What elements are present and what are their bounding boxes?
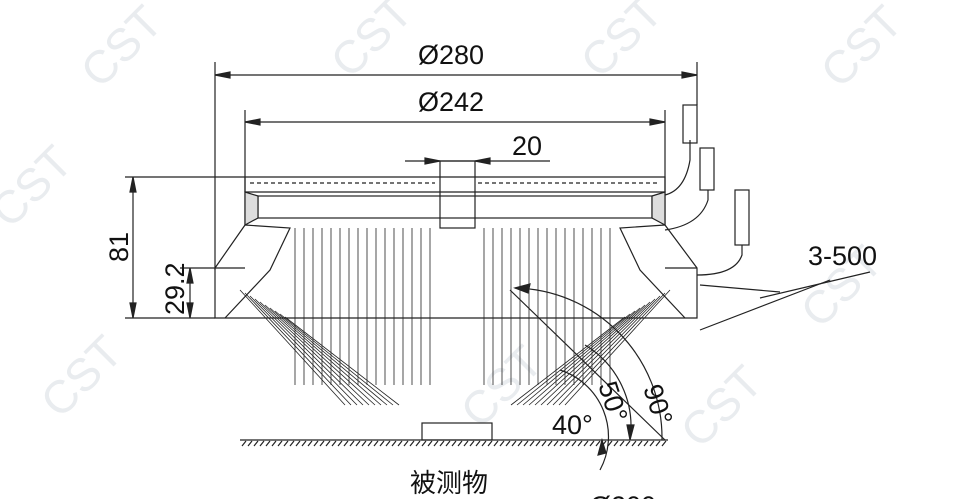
beam-line — [264, 304, 376, 406]
beam-line — [546, 298, 656, 406]
dim-outer-diameter: Ø280 — [214, 40, 698, 270]
beam-line — [239, 289, 346, 406]
beam-line — [564, 289, 671, 406]
beam-line — [522, 310, 636, 406]
watermark: CST — [70, 0, 172, 97]
object-label: 被测物 — [410, 469, 488, 499]
dim-total-height: 81 — [104, 176, 245, 319]
beam-line — [249, 295, 358, 406]
beam-line — [552, 295, 661, 406]
watermark: CST — [0, 135, 82, 237]
outer-diameter-label: Ø280 — [418, 40, 484, 70]
beam-line — [279, 313, 394, 406]
beam-line — [244, 292, 352, 406]
measured-object — [421, 422, 493, 441]
angle-50-label: 50° — [592, 378, 633, 426]
watermark: CST — [450, 335, 552, 437]
beam-line — [528, 307, 641, 406]
beam-line — [540, 301, 651, 406]
dim-center-width: 20 — [405, 131, 550, 165]
beam-line — [516, 313, 631, 406]
cable-label: 3-500 — [808, 241, 877, 271]
ring-height-label: 29.2 — [160, 262, 190, 315]
beam-line — [558, 292, 666, 406]
watermark: CST — [570, 0, 672, 87]
bottom-diameter-label: Ø200 — [590, 491, 656, 499]
beam-line — [269, 307, 382, 406]
dim-ring-height: 29.2 — [160, 262, 215, 319]
inner-diameter-label: Ø242 — [418, 87, 484, 117]
light-beams — [239, 228, 671, 406]
beam-line — [534, 304, 646, 406]
total-height-label: 81 — [104, 232, 134, 262]
cables: 3-500 — [664, 104, 877, 331]
beam-line — [254, 298, 364, 406]
watermark: CST — [320, 0, 422, 87]
light-body — [214, 160, 698, 319]
watermark: CST — [670, 355, 772, 457]
watermark: CST — [30, 325, 132, 427]
beam-line — [274, 310, 388, 406]
beam-line — [510, 316, 626, 406]
beam-line — [284, 316, 400, 406]
ground: 被测物 — [240, 422, 668, 499]
beam-line — [259, 301, 370, 406]
angle-40-label: 40° — [552, 410, 593, 440]
center-width-label: 20 — [512, 131, 542, 161]
watermark: CST — [810, 0, 912, 97]
dim-inner-diameter: Ø242 — [244, 87, 666, 177]
